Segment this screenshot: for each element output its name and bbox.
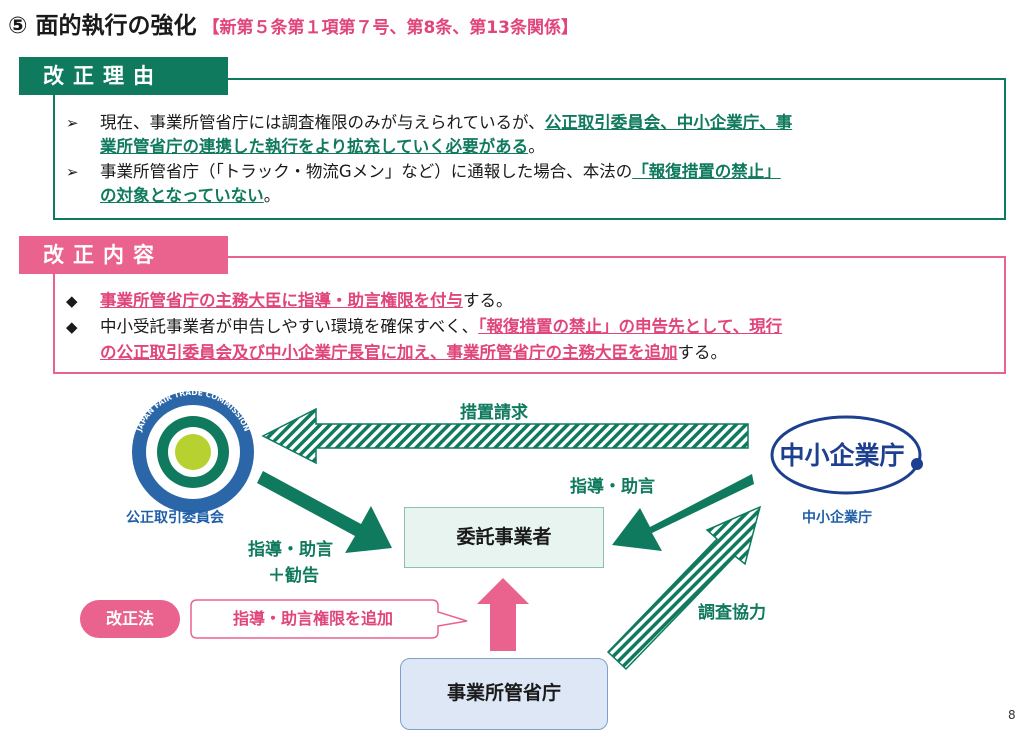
reason-header: 改正理由	[19, 57, 228, 95]
sme-agency-logo-icon: 中小企業庁	[770, 415, 923, 495]
label-investigation-cooperation: 調査協力	[698, 603, 766, 623]
page-number: 8	[1008, 708, 1016, 722]
callout-bubble	[190, 599, 468, 639]
arrow-investigation-cooperation	[606, 505, 762, 671]
reason-item-1-line-1: 現在、事業所管省庁には調査権限のみが与えられているが、公正取引委員会、中小企業庁…	[100, 113, 793, 132]
content-header: 改正内容	[19, 236, 228, 274]
reason-bullet-1: ➢	[66, 114, 79, 132]
content-item-2-line-2: の公正取引委員会及び中小企業庁長官に加え、事業所管省庁の主務大臣を追加する。	[100, 343, 727, 362]
jftc-name: 公正取引委員会	[126, 510, 224, 526]
svg-text:中小企業庁: 中小企業庁	[779, 441, 904, 470]
reason-item-1-highlight: 公正取引委員会、中小企業庁、事	[544, 113, 793, 132]
reason-box	[53, 78, 1006, 220]
sme-agency-name: 中小企業庁	[802, 510, 872, 526]
reason-item-2-line-1: 事業所管省庁（「トラック・物流Gメン」など）に通報した場合、本法の「報復措置の禁…	[100, 162, 781, 181]
reason-bullet-2: ➢	[66, 163, 79, 181]
content-box	[53, 256, 1006, 374]
page-title: ⑤ 面的執行の強化【新第５条第１項第７号、第8条、第13条関係】	[8, 6, 578, 40]
content-bullet-2: ◆	[66, 318, 78, 336]
contractor-box: 委託事業者	[404, 507, 604, 568]
label-jftc-recommendation: ＋勧告	[268, 566, 319, 586]
amended-law-badge: 改正法	[80, 600, 180, 638]
label-jftc-guidance: 指導・助言	[248, 540, 333, 560]
title-main: ⑤ 面的執行の強化	[8, 13, 197, 39]
arrow-jftc-guidance	[257, 471, 392, 553]
ministry-box: 事業所管省庁	[400, 658, 608, 730]
arrow-measure-request	[261, 407, 749, 465]
content-item-1-line-1: 事業所管省庁の主務大臣に指導・助言権限を付与する。	[100, 291, 513, 310]
arrow-ministry-up	[477, 578, 529, 651]
label-measure-request: 措置請求	[460, 403, 528, 423]
jftc-logo-icon: JAPAN FAIR TRADE COMMISSION	[132, 388, 254, 513]
label-sme-guidance: 指導・助言	[570, 477, 655, 497]
content-bullet-1: ◆	[66, 292, 78, 310]
reason-item-2-line-2: の対象となっていない。	[100, 186, 281, 205]
reason-item-1-line-2: 業所管省庁の連携した執行をより拡充していく必要がある。	[100, 137, 545, 156]
reason-item-2-highlight: 「報復措置の禁止」	[632, 162, 781, 181]
callout-text: 指導・助言権限を追加	[232, 609, 393, 628]
title-subtitle: 【新第５条第１項第７号、第8条、第13条関係】	[202, 18, 578, 38]
arrow-sme-guidance	[612, 474, 754, 551]
content-item-2-line-1: 中小受託事業者が申告しやすい環境を確保すべく、「報復措置の禁止」の申告先として、…	[100, 317, 783, 336]
